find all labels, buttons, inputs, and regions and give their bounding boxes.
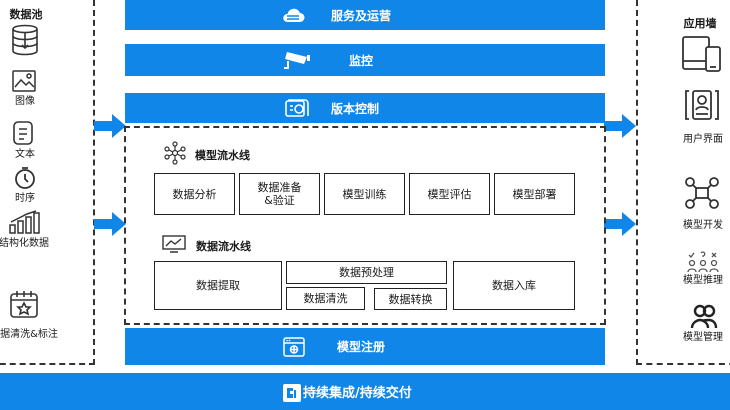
team-icon <box>690 302 718 330</box>
app-wall-title: 应用墙 <box>683 17 717 30</box>
version-icon <box>285 99 311 118</box>
step-data-transform: 数据转换 <box>374 288 447 310</box>
arrow-out-2 <box>604 212 636 240</box>
app-wall-panel <box>636 0 730 365</box>
data-pool-title: 数据池 <box>9 8 43 21</box>
devices-icon <box>681 35 723 73</box>
molecule-icon <box>162 141 188 165</box>
step-data-load: 数据入库 <box>453 261 575 310</box>
service-ops-label: 服务及运营 <box>331 8 392 23</box>
bar-chart-icon <box>8 210 40 234</box>
document-icon <box>12 120 36 146</box>
data-pipeline-title: 数据流水线 <box>196 240 251 253</box>
version-control-bar: 版本控制 <box>125 93 605 123</box>
model-pipeline-title: 模型流水线 <box>195 149 250 162</box>
step-data-extract: 数据提取 <box>154 261 282 310</box>
arrow-in-1 <box>94 114 126 142</box>
database-icon <box>8 24 42 56</box>
right-item-label: 模型推理 <box>683 275 723 286</box>
right-item-label: 模型管理 <box>683 332 723 343</box>
image-icon <box>12 70 36 92</box>
step-model-deployment: 模型部署 <box>494 173 575 215</box>
left-item-label: 图像 <box>15 96 35 107</box>
data-pool-panel <box>0 0 95 365</box>
step-model-training: 模型训练 <box>324 173 405 215</box>
network-icon <box>684 176 720 210</box>
ci-icon <box>283 384 301 402</box>
left-item-label: 数据清洗&标注 <box>0 329 58 340</box>
right-item-label: 用户界面 <box>683 134 723 145</box>
step-data-prep: 数据准备 &验证 <box>239 173 320 215</box>
model-registry-bar: 模型注册 <box>125 328 605 365</box>
arrow-in-2 <box>94 212 126 240</box>
right-item-label: 模型开发 <box>683 220 723 231</box>
step-data-clean: 数据清洗 <box>286 287 365 310</box>
monitor-chart-icon <box>162 235 186 253</box>
user-card-icon <box>684 88 720 122</box>
step-data-analysis: 数据分析 <box>154 173 235 215</box>
left-item-label: 结构化数据 <box>0 238 49 249</box>
browser-icon <box>283 337 305 357</box>
left-item-label: 文本 <box>15 149 35 160</box>
arrow-out-1 <box>604 114 636 142</box>
ci-cd-bar: 持续集成/持续交付 <box>0 373 730 410</box>
monitor-label: 监控 <box>349 53 374 68</box>
people-question-icon <box>686 251 720 273</box>
clock-icon <box>14 166 36 190</box>
monitor-bar: 监控 <box>125 44 605 76</box>
ci-cd-label: 持续集成/持续交付 <box>303 386 412 401</box>
version-control-label: 版本控制 <box>331 101 380 116</box>
step-data-preprocess: 数据预处理 <box>286 261 447 284</box>
service-ops-bar: 服务及运营 <box>125 0 605 30</box>
pipeline-container <box>124 126 606 325</box>
step-model-evaluation: 模型评估 <box>409 173 490 215</box>
model-registry-label: 模型注册 <box>337 340 386 354</box>
cloud-icon <box>281 5 305 25</box>
camera-icon <box>281 49 315 71</box>
calendar-star-icon <box>9 289 39 319</box>
left-item-label: 时序 <box>15 193 35 204</box>
